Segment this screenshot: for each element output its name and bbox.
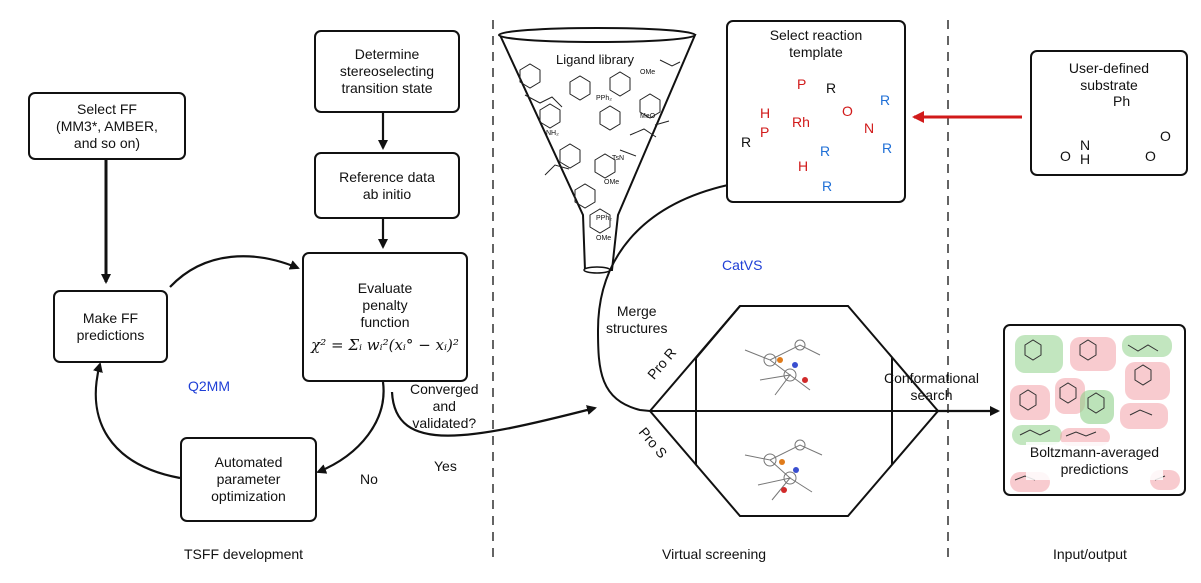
evaluate-penalty-box: Evaluate penalty function χ² = Σᵢ wᵢ²(xᵢ…: [302, 252, 468, 382]
svg-text:OMe: OMe: [604, 179, 619, 186]
pro-s-structure: [744, 439, 823, 501]
determine-line-1: Determine: [354, 46, 420, 62]
template-line-2: template: [789, 44, 843, 60]
arrow-evaluate-to-automated: [316, 381, 385, 474]
yes-label: Yes: [434, 458, 457, 474]
arrow-automated-to-makeff: [93, 362, 181, 480]
template-atom-r-lower-right: R: [882, 140, 893, 156]
svg-text:OMe: OMe: [596, 235, 611, 242]
boltzmann-line-1: Boltzmann-averaged: [1029, 444, 1160, 460]
evaluate-line-2: penalty: [362, 297, 408, 313]
section-virtual-screening: Virtual screening: [662, 546, 767, 562]
reference-line-1: Reference data: [339, 168, 435, 185]
no-label: No: [360, 471, 378, 487]
boltzmann-line-2: predictions: [1060, 461, 1129, 477]
substrate-atom-n: N: [1080, 137, 1091, 153]
merge-line-1: Merge: [616, 303, 657, 319]
output-predictions-box: Boltzmann-averaged predictions: [1003, 324, 1186, 496]
svg-text:TsN: TsN: [612, 155, 624, 162]
template-atom-h-bottom: H: [798, 158, 809, 174]
determine-line-2: stereoselecting: [339, 63, 435, 79]
conformational-line-2: search: [910, 387, 953, 403]
merge-line-2: structures: [606, 320, 668, 336]
substrate-atom-o-ester: O: [1160, 128, 1171, 144]
template-atom-n: N: [864, 120, 875, 136]
converged-line-1: Converged: [410, 381, 479, 397]
template-atom-h-left: H: [760, 105, 771, 121]
converged-line-2: and: [432, 398, 456, 414]
select-ff-box: Select FF (MM3*, AMBER, and so on): [28, 92, 186, 160]
svg-text:PPh₂: PPh₂: [596, 215, 612, 222]
svg-text:OMe: OMe: [640, 69, 655, 76]
stereo-hexagon: [648, 305, 940, 517]
substrate-atom-h: H: [1080, 151, 1091, 167]
determine-ts-box: Determine stereoselecting transition sta…: [314, 30, 460, 113]
conformational-line-1: Conformational: [884, 370, 979, 386]
make-ff-box: Make FF predictions: [53, 290, 168, 363]
svg-text:MeO: MeO: [640, 113, 656, 120]
select-ff-line-1: Select FF: [77, 100, 137, 117]
section-input-output: Input/output: [1053, 546, 1127, 562]
evaluate-line-3: function: [360, 314, 410, 330]
template-line-1: Select reaction: [769, 27, 863, 43]
template-atom-r-upper-right: R: [880, 92, 891, 108]
conformational-search-label: Conformational search: [884, 370, 979, 404]
section-tsff-development: TSFF development: [184, 546, 304, 562]
merge-structures-label: Merge structures: [606, 303, 667, 337]
select-ff-line-3: and so on): [73, 134, 141, 151]
template-atom-r-left: R: [741, 134, 752, 150]
svg-text:NH₂: NH₂: [546, 130, 559, 137]
substrate-atom-o-right: O: [1145, 148, 1156, 164]
automated-line-2: parameter: [216, 471, 281, 487]
automated-line-1: Automated: [214, 454, 283, 470]
substrate-atom-o-left: O: [1060, 148, 1071, 164]
make-ff-line-1: Make FF: [82, 309, 139, 326]
converged-line-3: validated?: [412, 415, 477, 431]
substrate-line-1: User-defined: [1068, 60, 1150, 76]
template-atom-r-mid: R: [820, 143, 831, 159]
reference-line-2: ab initio: [362, 185, 412, 202]
template-atom-p-top: P: [797, 76, 807, 92]
substrate-line-2: substrate: [1080, 77, 1138, 93]
template-atom-p-left: P: [760, 124, 770, 140]
evaluate-line-1: Evaluate: [357, 280, 413, 296]
converged-question: Converged and validated?: [410, 381, 479, 432]
reference-data-box: Reference data ab initio: [314, 152, 460, 219]
arrow-template-to-screening: [596, 184, 729, 412]
penalty-formula: χ² = Σᵢ wᵢ²(xᵢ° − xᵢ)²: [311, 336, 459, 354]
automated-line-3: optimization: [211, 488, 286, 504]
automated-optimization-box: Automated parameter optimization: [180, 437, 317, 522]
template-atom-r-top: R: [826, 80, 837, 96]
substrate-atom-ph: Ph: [1113, 93, 1131, 109]
q2mm-label: Q2MM: [188, 378, 230, 394]
template-atom-o: O: [842, 103, 853, 119]
boltzmann-label: Boltzmann-averaged predictions: [1025, 442, 1164, 480]
determine-line-3: transition state: [341, 80, 433, 96]
template-atom-rh: Rh: [792, 114, 810, 130]
arrow-converged-to-screening: [390, 391, 597, 437]
substrate-box: User-defined substrate: [1030, 50, 1188, 176]
catvs-label: CatVS: [722, 257, 763, 273]
arrow-makeff-to-evaluate: [169, 255, 300, 288]
svg-text:PPh₂: PPh₂: [596, 95, 612, 102]
make-ff-line-2: predictions: [76, 326, 145, 343]
select-ff-line-2: (MM3*, AMBER,: [56, 117, 158, 134]
pro-r-structure: [744, 339, 821, 396]
ligand-library-label: Ligand library: [556, 52, 635, 67]
reaction-template-box: Select reaction template: [726, 20, 906, 203]
template-atom-r-bottom: R: [822, 178, 833, 194]
